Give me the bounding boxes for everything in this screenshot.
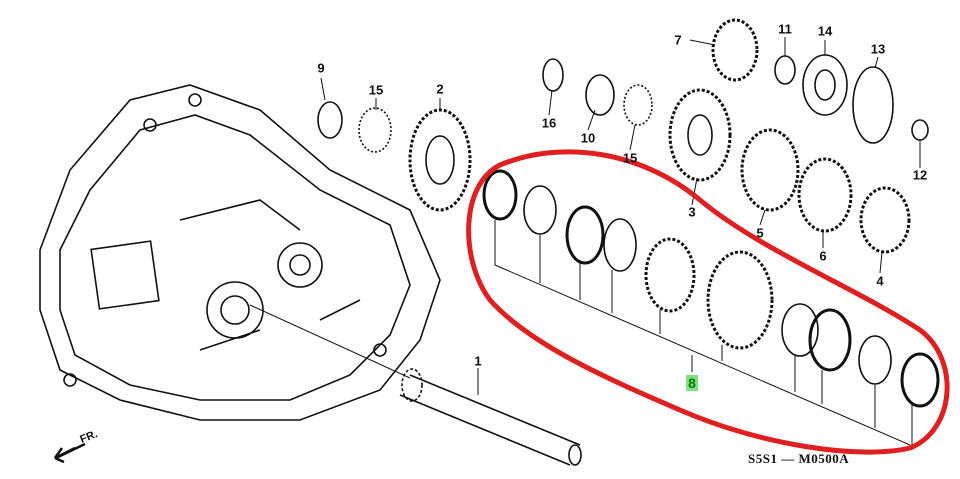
part-label-9: 9 — [317, 60, 325, 76]
part-label-16: 16 — [541, 115, 557, 131]
part-label-11: 11 — [778, 21, 792, 37]
part-label-15: 15 — [368, 82, 384, 98]
transmission-case — [39, 84, 441, 421]
front-arrow — [53, 442, 86, 464]
part-label-3: 3 — [688, 204, 696, 220]
part-label-14: 14 — [817, 23, 833, 39]
part-label-2: 2 — [436, 81, 444, 97]
part-label-5: 5 — [756, 225, 764, 241]
part-label-8-highlighted: 8 — [686, 375, 698, 391]
mainshaft — [399, 374, 581, 466]
part-label-12: 12 — [912, 167, 928, 183]
highlight-outline — [466, 149, 950, 455]
part-label-1: 1 — [474, 353, 482, 369]
part-label-6: 6 — [819, 248, 827, 264]
part-label-4: 4 — [876, 273, 884, 289]
part-label-7: 7 — [674, 32, 682, 48]
part-label-10: 10 — [580, 130, 596, 146]
part-label-13: 13 — [870, 41, 886, 57]
part-label-15b: 15 — [622, 150, 638, 166]
diagram-code: S5S1 — M0500A — [748, 451, 850, 466]
